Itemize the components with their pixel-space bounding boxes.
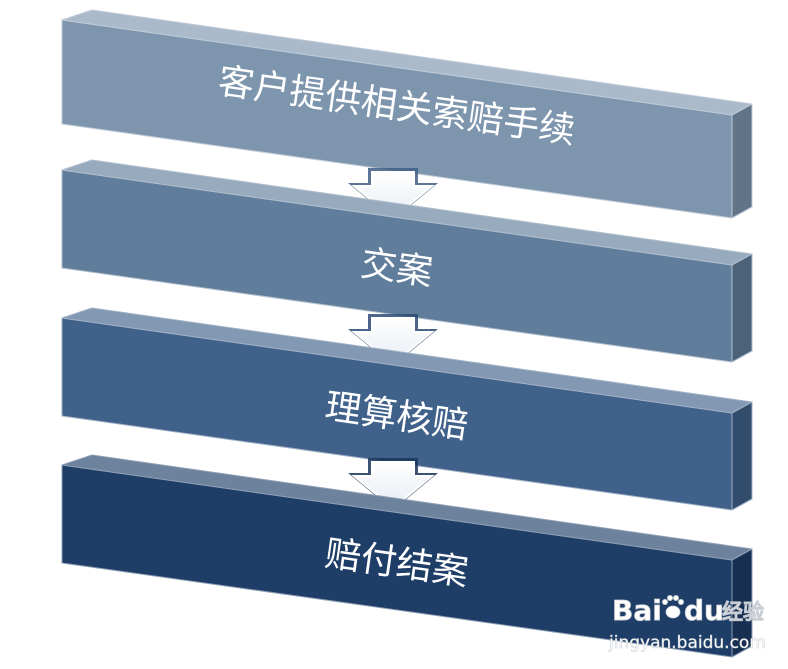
arrow-2-icon (351, 317, 435, 366)
step-1: 客户提供相关索赔手续 (61, 9, 753, 219)
watermark-brand-cn: 经验 (722, 600, 764, 624)
paw-icon (662, 595, 685, 619)
step-3: 理算核赔 (61, 307, 753, 511)
step-1-side-face (731, 103, 753, 219)
watermark-brand-du: du (684, 594, 724, 627)
step-2-side-face (731, 253, 753, 363)
step-4-side-face (731, 548, 753, 658)
step-4: 赔付结案 (61, 454, 753, 658)
arrow-3-icon (351, 461, 435, 510)
step-3-side-face (731, 401, 753, 511)
arrow-2 (348, 314, 438, 366)
baidu-jingyan-watermark: Bai du 经验 jingyan.baidu.com (608, 594, 766, 654)
step-2-label: 交案 (358, 243, 435, 294)
baidu-logo: Bai du 经验 (612, 594, 765, 628)
arrow-1-icon (351, 171, 435, 220)
arrow-1 (348, 168, 438, 220)
watermark-url: jingyan.baidu.com (608, 633, 766, 653)
step-2: 交案 (61, 159, 753, 363)
arrow-3 (348, 458, 438, 510)
watermark-brand-bai: Bai (612, 594, 662, 627)
